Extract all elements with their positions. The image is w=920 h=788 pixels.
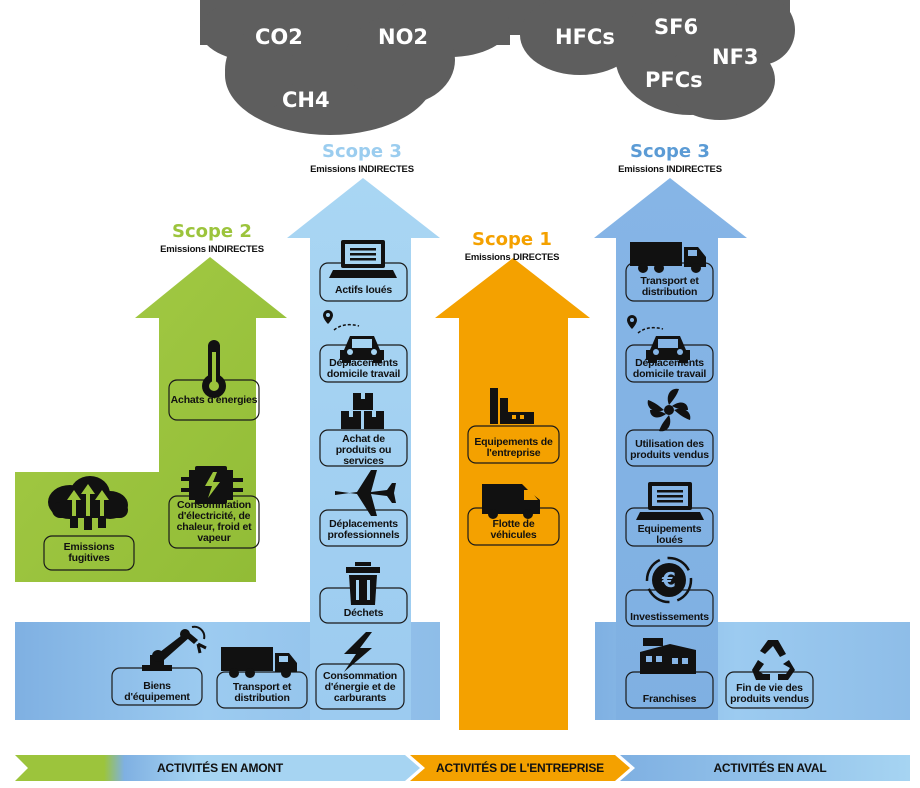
label-actifs-loues: Actifs loués [334, 283, 393, 296]
cloud-right [510, 0, 795, 120]
scope3-downstream-title: Scope 3 [630, 141, 710, 162]
scope3-downstream-arrow [594, 178, 747, 720]
robotic-arm-icon [142, 625, 207, 671]
banner-amont-label: ACTIVITÉS EN AMONT [157, 761, 283, 775]
gas-label: HFCs [555, 25, 615, 49]
scope1-title: Scope 1 [472, 229, 552, 250]
label-deplacements-up: Déplacements domicile travail [326, 357, 401, 380]
label-transport-down: Transport et distribution [640, 275, 699, 298]
recycle-icon [752, 640, 795, 680]
label-achats-energies: Achats d'énergies [170, 393, 258, 406]
label-emissions-fugitives: Emissions fugitives [63, 541, 115, 564]
label-achat-produits: Achat de produits ou services [335, 432, 392, 467]
banner-entreprise [410, 755, 630, 781]
cloud-upload-icon [48, 476, 128, 530]
franchise-building-icon [640, 638, 696, 674]
scope3-upstream-title: Scope 3 [322, 141, 402, 162]
label-biens-equipement: Biens d'équipement [124, 680, 190, 703]
label-flotte-vehicules: Flotte de véhicules [490, 518, 537, 541]
scope2-title: Scope 2 [172, 221, 252, 242]
euro-icon: € [645, 556, 693, 604]
airplane-icon [335, 470, 396, 516]
box-consommation-energie [315, 663, 405, 710]
label-consommation-energie: Consommation d'énergie et de carburants [322, 669, 398, 704]
car-commute-icon [323, 310, 384, 363]
scope3-upstream-subtitle: Emissions INDIRECTES [310, 164, 414, 175]
banner-aval-label: ACTIVITÉS EN AVAL [713, 761, 827, 775]
gas-label: CO2 [255, 25, 303, 49]
scope2-subtitle: Emissions INDIRECTES [160, 244, 264, 255]
label-deplacements-pro: Déplacements professionnels [327, 518, 400, 541]
label-investissements: Investissements [630, 610, 709, 623]
box-transport-up [216, 671, 308, 709]
gas-label: CH4 [282, 88, 330, 112]
laptop-icon [636, 482, 704, 520]
box-deplacements-pro [319, 509, 408, 547]
truck-icon [630, 242, 706, 273]
box-utilisation-produits [625, 429, 714, 467]
banner-entreprise-label: ACTIVITÉS DE L'ENTREPRISE [436, 761, 604, 775]
label-fin-de-vie: Fin de vie des produits vendus [730, 682, 809, 705]
gas-label: NF3 [712, 45, 759, 69]
delivery-van-icon [482, 484, 540, 519]
svg-text:€: € [661, 568, 676, 592]
label-equipements-entreprise: Equipements de l'entreprise [474, 436, 553, 459]
label-equipements-loues: Equipements loués [637, 523, 702, 546]
gas-label: SF6 [654, 15, 699, 39]
thermometer-icon [202, 340, 226, 398]
cloud-left [200, 0, 510, 135]
box-equipements-entreprise [467, 425, 560, 464]
laptop-icon [329, 240, 397, 278]
factory-icon [490, 388, 534, 424]
label-dechets: Déchets [343, 606, 384, 619]
truck-icon [221, 647, 297, 678]
box-emissions-fugitives [43, 535, 135, 571]
scope1-subtitle: Emissions DIRECTES [464, 252, 560, 263]
lightning-icon [344, 632, 372, 672]
box-fin-de-vie [725, 671, 814, 709]
gas-label: PFCs [645, 68, 703, 92]
label-franchises: Franchises [642, 692, 697, 705]
label-deplacements-down: Déplacements domicile travail [632, 357, 707, 380]
label-transport-up: Transport et distribution [232, 681, 292, 704]
car-commute-icon [627, 315, 690, 363]
banner-amont [15, 755, 420, 781]
trash-bin-icon [346, 562, 380, 605]
boxes-icon [341, 393, 384, 429]
gas-label: NO2 [378, 25, 429, 49]
label-consommation-electricite: Consommation d'électricité, de chaleur, … [176, 499, 252, 544]
plug-icon [181, 466, 243, 504]
fan-icon [647, 388, 691, 432]
banner-aval [620, 755, 910, 781]
label-utilisation-produits: Utilisation des produits vendus [630, 438, 709, 461]
scope3-downstream-subtitle: Emissions INDIRECTES [618, 164, 722, 175]
box-achat-produits [319, 429, 408, 467]
